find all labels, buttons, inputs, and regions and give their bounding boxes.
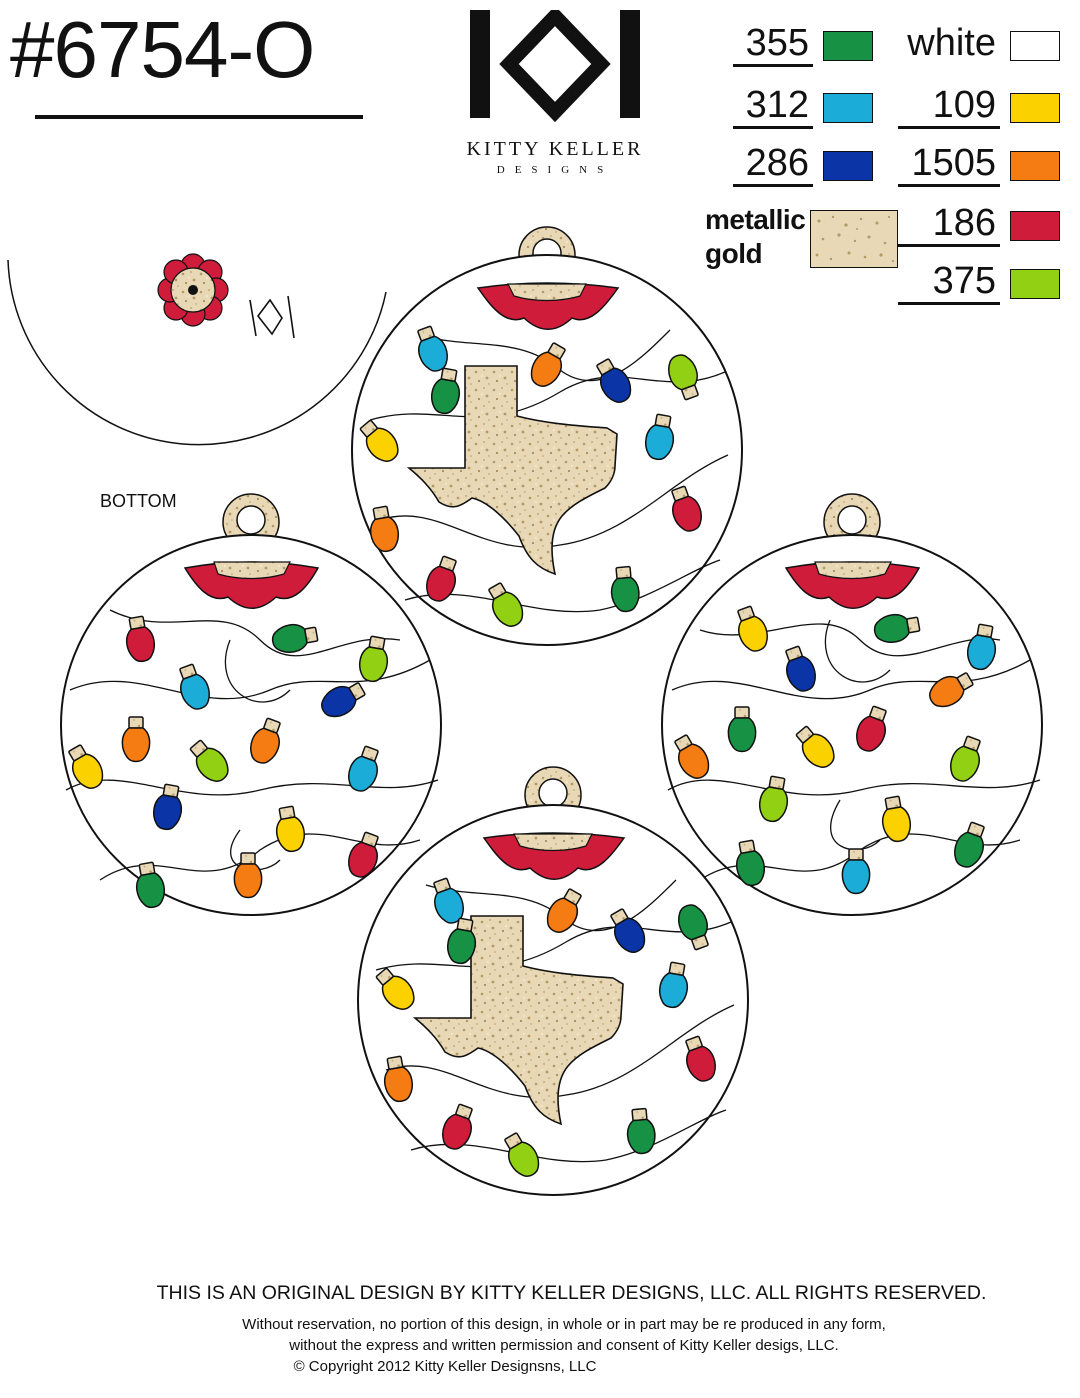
color-swatch xyxy=(823,150,873,181)
footer-line-2: without the express and written permissi… xyxy=(289,1337,839,1354)
color-key-white: white xyxy=(898,24,1060,67)
color-code: 375 xyxy=(898,262,1000,305)
color-swatch xyxy=(1010,92,1060,123)
metallic-gold-label: metallic gold xyxy=(705,203,806,270)
footer-title: THIS IS AN ORIGINAL DESIGN BY KITTY KELL… xyxy=(156,1282,987,1304)
design-number: #6754-O xyxy=(10,5,315,94)
flower-ornament xyxy=(157,253,229,327)
color-key-312: 312 xyxy=(733,86,873,129)
signature-mark xyxy=(249,295,295,339)
color-key-109: 109 xyxy=(898,86,1060,129)
design-number-underline xyxy=(35,115,363,119)
kitty-keller-logo-mark xyxy=(470,10,640,123)
brand-sub: DESIGNS xyxy=(496,164,614,176)
color-swatch xyxy=(1010,268,1060,299)
bottom-piece xyxy=(7,253,387,446)
bottom-piece-outline xyxy=(7,259,387,446)
color-key-1505: 1505 xyxy=(898,144,1060,187)
color-swatch xyxy=(1010,30,1060,61)
footer-copyright: © Copyright 2012 Kitty Keller Designsns,… xyxy=(293,1358,597,1375)
color-swatch xyxy=(823,30,873,61)
color-code: 286 xyxy=(733,144,813,187)
bottom-label: BOTTOM xyxy=(100,491,177,511)
footer-line-1: Without reservation, no portion of this … xyxy=(242,1316,886,1333)
brand-name: KITTY KELLER xyxy=(466,138,644,160)
color-key-186: 186 xyxy=(898,204,1060,247)
ornament-right xyxy=(661,493,1043,916)
color-swatch xyxy=(1010,150,1060,181)
color-swatch xyxy=(1010,210,1060,241)
ornament-left xyxy=(60,493,442,916)
color-key-375: 375 xyxy=(898,262,1060,305)
metallic-gold-swatch xyxy=(810,210,898,268)
color-key-286: 286 xyxy=(733,144,873,187)
color-code: 1505 xyxy=(898,144,1000,187)
ornament-bottom xyxy=(357,766,749,1196)
color-swatch xyxy=(823,92,873,123)
metallic-label-line1: metallic xyxy=(705,204,806,235)
glitter-texture xyxy=(815,215,895,263)
metallic-label-line2: gold xyxy=(705,237,763,269)
color-code: white xyxy=(907,22,996,64)
color-key-355: 355 xyxy=(733,24,873,67)
color-code: 109 xyxy=(898,86,1000,129)
color-code: 355 xyxy=(733,24,813,67)
color-code: 186 xyxy=(898,204,1000,247)
color-code: 312 xyxy=(733,86,813,129)
ornament-top xyxy=(351,226,743,646)
